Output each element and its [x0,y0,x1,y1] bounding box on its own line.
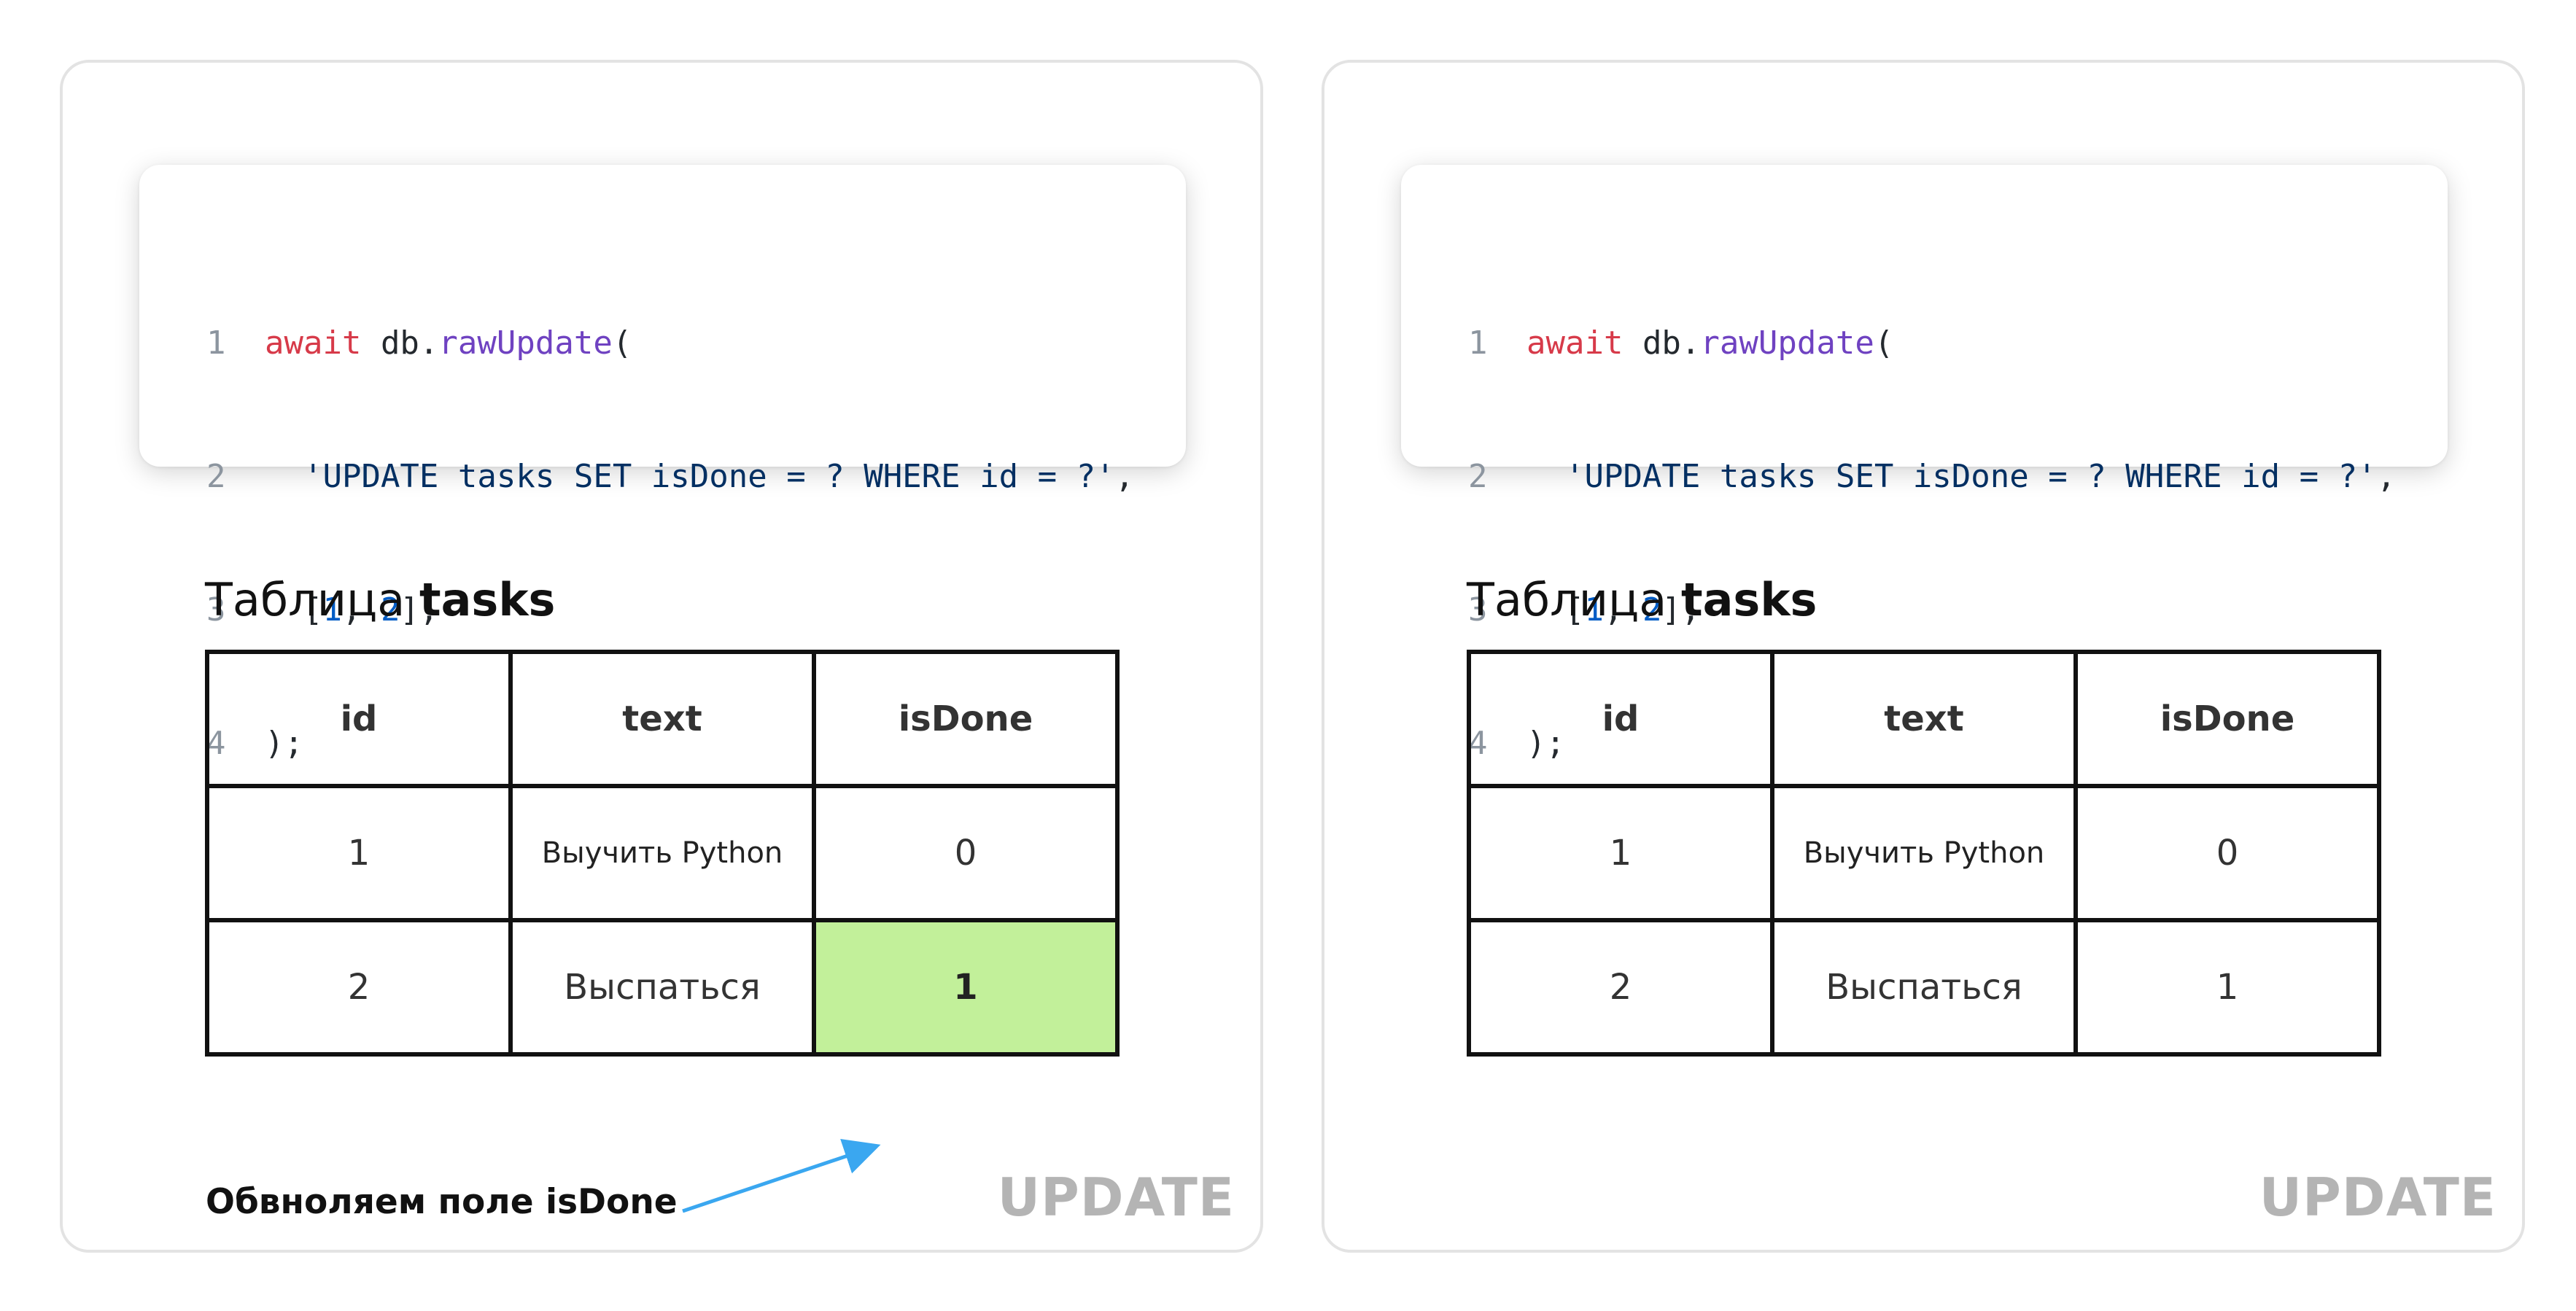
annotation-label: Обвноляем поле isDone [206,1182,678,1222]
watermark: UPDATE [997,1167,1235,1228]
cell-id: 2 [205,918,513,1057]
cell-isdone-updated: 1 [812,918,1120,1057]
column-header-id: id [205,650,513,788]
table-title: Таблица tasks [205,573,555,626]
line-number: 2 [1468,458,1488,495]
code-punct: ( [1874,324,1894,362]
tasks-table: id text isDone 1 Выучить Python 0 2 Высп… [205,650,1120,1057]
code-punct: [ [1526,591,1585,629]
cell-isdone: 0 [2073,784,2381,922]
table-row: 1 Выучить Python 0 [205,784,1120,922]
code-line-2: 2 'UPDATE tasks SET isDone = ? WHERE id … [206,454,1134,499]
column-header-text: text [508,650,816,788]
line-number: 1 [1468,324,1488,362]
code-number: 2 [1642,591,1662,629]
code-line-3: 3 [1, 2], [1468,588,2396,632]
code-punct: ], [400,591,439,629]
code-punct: ], [1661,591,1701,629]
table-title-name: tasks [1680,573,1817,626]
table-title-prefix: Таблица [205,573,419,626]
line-number: 2 [206,458,226,495]
code-number: 2 [380,591,400,629]
code-object: db. [361,324,439,362]
code-line-1: 1 await db.rawUpdate( [1468,321,2396,365]
code-number: 1 [322,591,342,629]
annotation-arrow [682,1139,881,1213]
table-title-name: tasks [419,573,556,626]
table-row: 2 Выспаться 1 [1467,918,2381,1057]
right-panel: 1 await db.rawUpdate( 2 'UPDATE tasks SET… [1322,60,2525,1253]
code-function: rawUpdate [438,324,613,362]
code-keyword: await [265,324,362,362]
code-indent [1526,458,1565,495]
table-row: 1 Выучить Python 0 [1467,784,2381,922]
cell-id: 1 [1467,784,1774,922]
code-card: 1 await db.rawUpdate( 2 'UPDATE tasks SET… [139,165,1186,762]
column-header-text: text [1770,650,2078,788]
watermark: UPDATE [2259,1167,2497,1228]
code-card: 1 await db.rawUpdate( 2 'UPDATE tasks SET… [1401,165,2448,762]
cell-text: Выспаться [1770,918,2078,1057]
code-function: rawUpdate [1700,324,1874,362]
tasks-table: id text isDone 1 Выучить Python 0 2 Высп… [1467,650,2381,1057]
code-string: 'UPDATE tasks SET isDone = ? WHERE id = … [303,458,1115,495]
column-header-isdone: isDone [2073,650,2381,788]
code-punct: , [1603,591,1642,629]
code-line-3: 3 [1, 2], [206,588,1134,632]
cell-isdone: 0 [812,784,1120,922]
left-panel: 1 await db.rawUpdate( 2 'UPDATE tasks SET… [60,60,1263,1253]
code-number: 1 [1584,591,1604,629]
code-line-1: 1 await db.rawUpdate( [206,321,1134,365]
column-header-id: id [1467,650,1774,788]
cell-text: Выучить Python [508,784,816,922]
table-title-prefix: Таблица [1467,573,1681,626]
cell-id: 2 [1467,918,1774,1057]
cell-id: 1 [205,784,513,922]
table-header-row: id text isDone [205,650,1120,788]
code-punct: , [341,591,381,629]
cell-text: Выучить Python [1770,784,2078,922]
code-line-2: 2 'UPDATE tasks SET isDone = ? WHERE id … [1468,454,2396,499]
table-title: Таблица tasks [1467,573,1817,626]
code-object: db. [1623,324,1701,362]
table-header-row: id text isDone [1467,650,2381,788]
code-keyword: await [1526,324,1623,362]
cell-text: Выспаться [508,918,816,1057]
code-punct: [ [265,591,323,629]
code-string: 'UPDATE tasks SET isDone = ? WHERE id = … [1564,458,2377,495]
line-number: 3 [1468,591,1488,629]
code-punct: , [2376,458,2397,495]
line-number: 3 [206,591,226,629]
code-punct: ( [612,324,632,362]
line-number: 1 [206,324,226,362]
cell-isdone: 1 [2073,918,2381,1057]
column-header-isdone: isDone [812,650,1120,788]
table-row: 2 Выспаться 1 [205,918,1120,1057]
code-punct: , [1114,458,1135,495]
